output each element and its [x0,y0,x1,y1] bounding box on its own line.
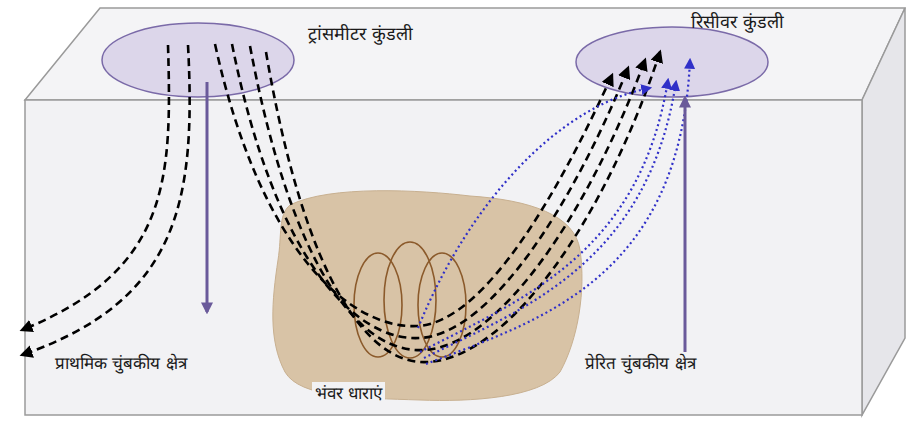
field-line [420,80,668,352]
current-label: भंवर धाराएं [312,382,385,404]
primary-field-arrow [206,82,209,312]
field-line [215,44,612,326]
induced-field-lines [418,60,690,364]
field-label: प्राथमिक चुंबकीय क्षेत्र [52,352,190,374]
ground-side-face [862,8,905,415]
field-line [22,45,169,330]
coil-label: रिसीवर कुंडली [688,10,787,34]
ground-front-face [25,100,862,415]
field-line [22,45,190,355]
ground-top-face [25,8,905,100]
transmitter-coil [102,23,294,97]
eddy-loop [384,242,436,358]
field-line [266,52,660,362]
receiver-coil [576,27,768,97]
eddy-current-loops [354,242,466,358]
coil-label: ट्रांसमीटर कुंडली [305,22,416,46]
field-line [250,46,645,350]
induced-field-arrow [684,98,687,372]
field-label: प्रेरित चुंबकीय क्षेत्र [582,352,699,374]
eddy-loop [418,253,466,357]
field-line [426,60,690,364]
field-line [418,88,650,328]
ore-body [273,191,582,401]
field-line [424,82,676,358]
eddy-loop [354,253,402,357]
field-line [232,44,628,338]
primary-field-lines [22,44,660,362]
